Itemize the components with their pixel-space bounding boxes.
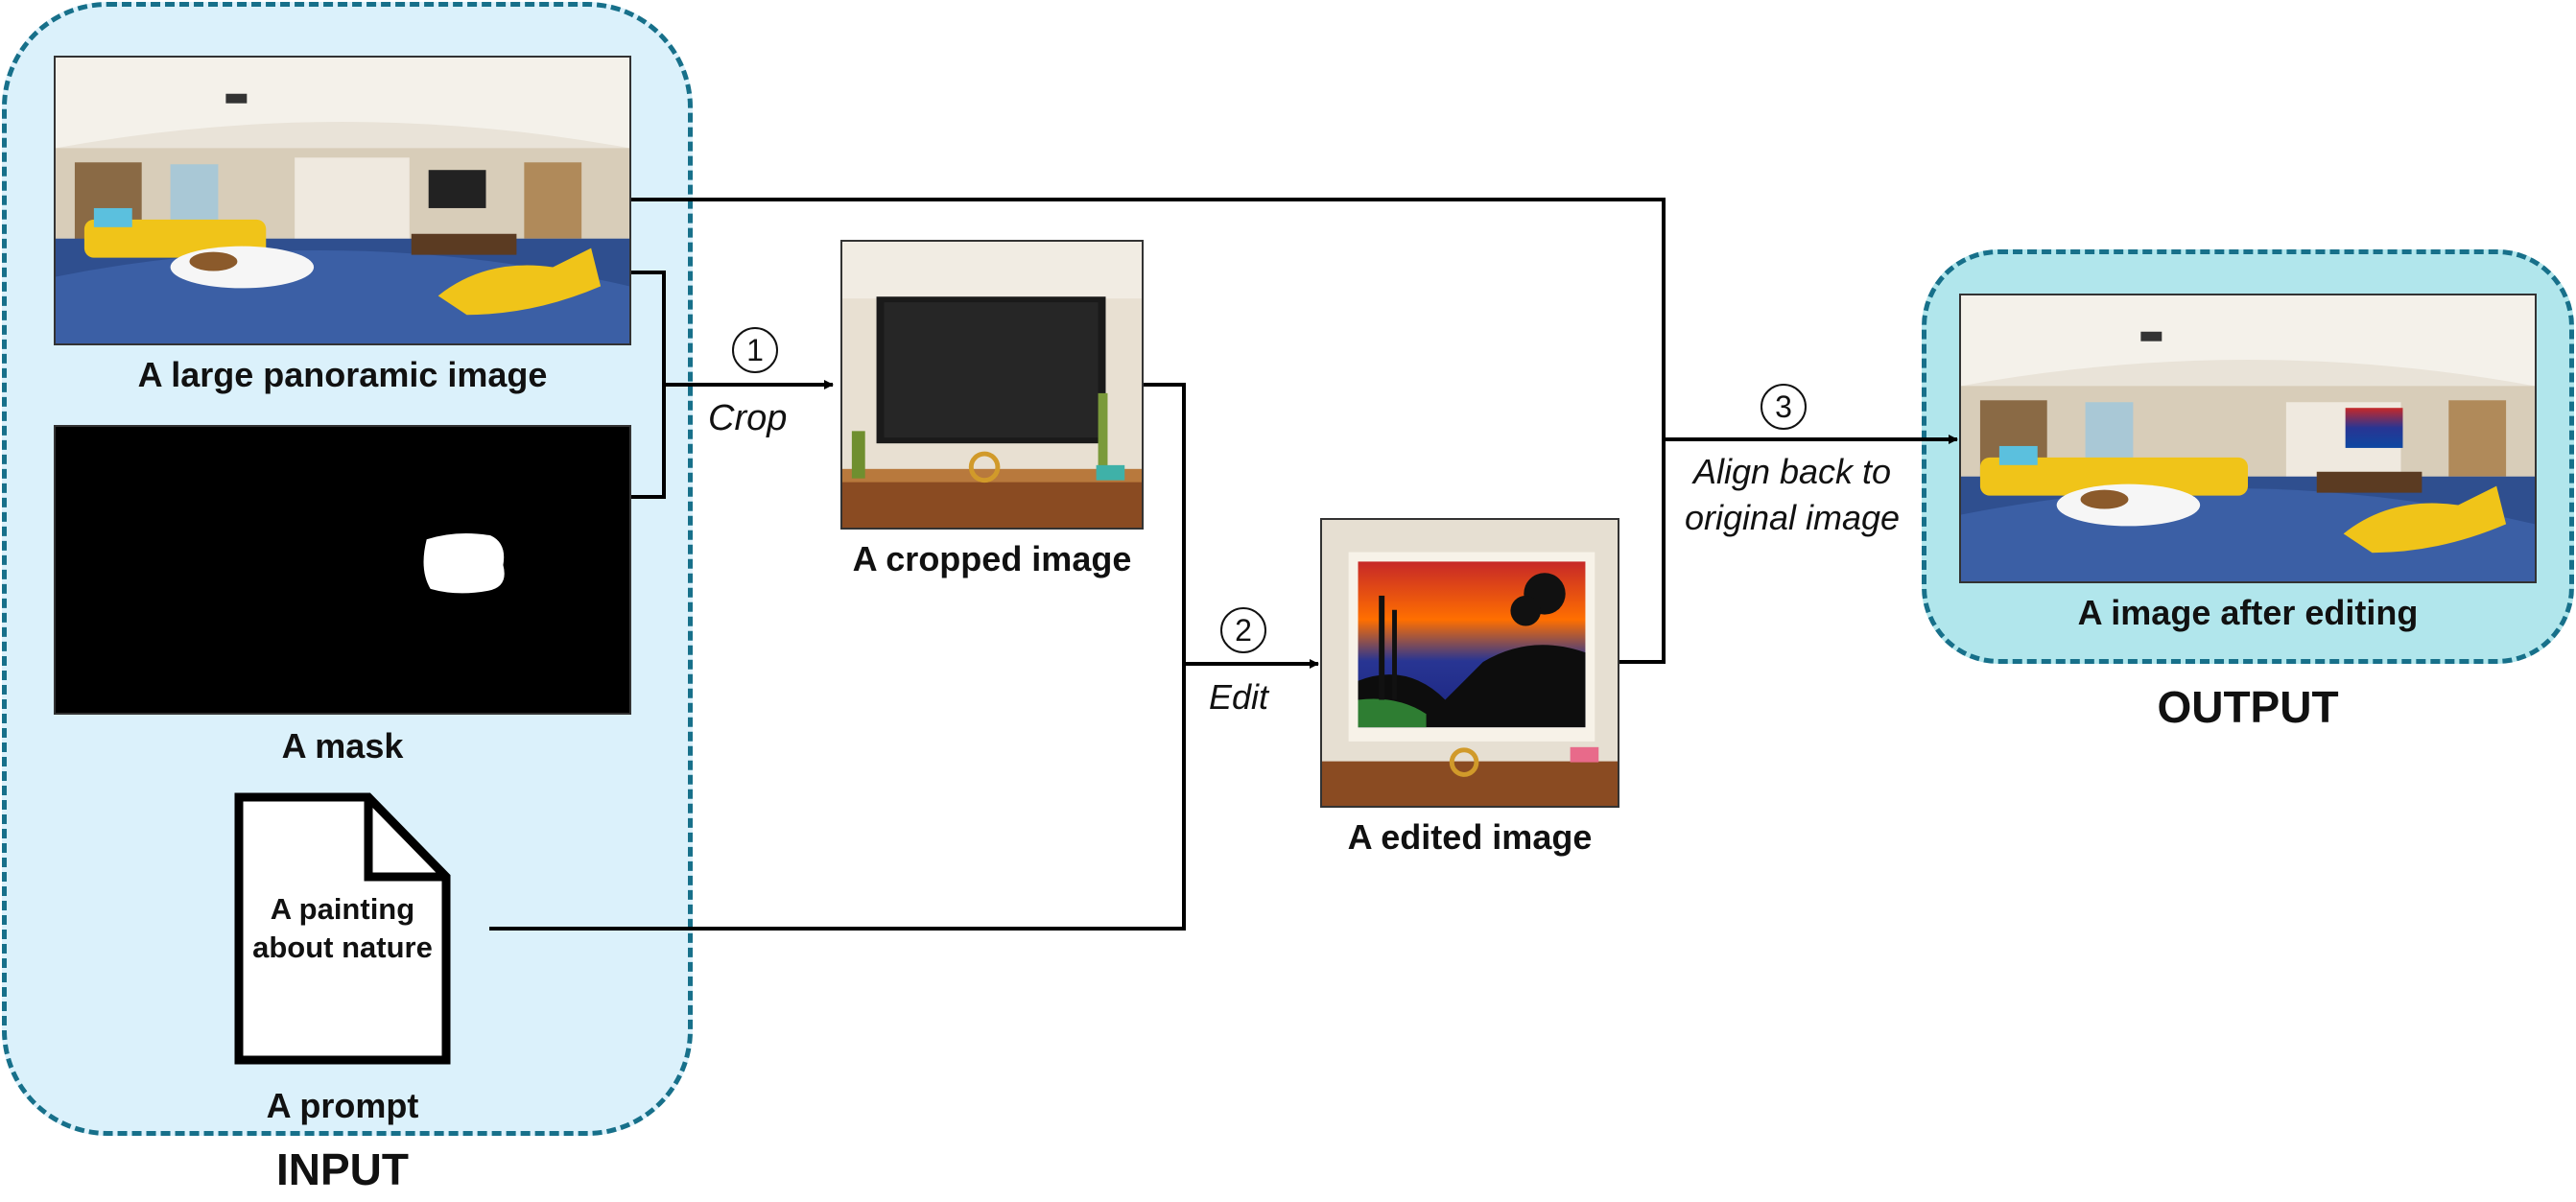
step-1-number: 1 [732, 327, 778, 373]
cropped-caption: A cropped image [821, 539, 1163, 579]
edited-caption: A edited image [1297, 817, 1642, 858]
output-title: OUTPUT [1959, 681, 2537, 733]
input-title: INPUT [54, 1143, 631, 1195]
panorama-caption: A large panoramic image [54, 355, 631, 395]
cropped-image [840, 240, 1144, 530]
prompt-text: A painting about nature [234, 890, 451, 967]
edited-to-align-line [1619, 439, 1664, 662]
mask-image [54, 425, 631, 715]
result-image [1959, 294, 2537, 583]
prompt-text-line1: A painting [234, 890, 451, 929]
step-1-label: Crop [708, 398, 787, 439]
step-3-label: Align back to original image [1669, 449, 1915, 541]
result-caption: A image after editing [1959, 593, 2537, 633]
step-3-label-line2: original image [1669, 495, 1915, 541]
bracket-panorama-mask [631, 272, 664, 497]
prompt-text-line2: about nature [234, 929, 451, 967]
step-3-number: 3 [1761, 384, 1807, 430]
mask-caption: A mask [54, 726, 631, 766]
step-2-number: 2 [1220, 607, 1266, 653]
step-2-label: Edit [1209, 677, 1268, 718]
prompt-caption: A prompt [54, 1086, 631, 1126]
cropped-to-edit-line [1142, 385, 1184, 664]
edited-image [1320, 518, 1619, 808]
panoramic-image [54, 56, 631, 345]
step-3-label-line1: Align back to [1669, 449, 1915, 495]
